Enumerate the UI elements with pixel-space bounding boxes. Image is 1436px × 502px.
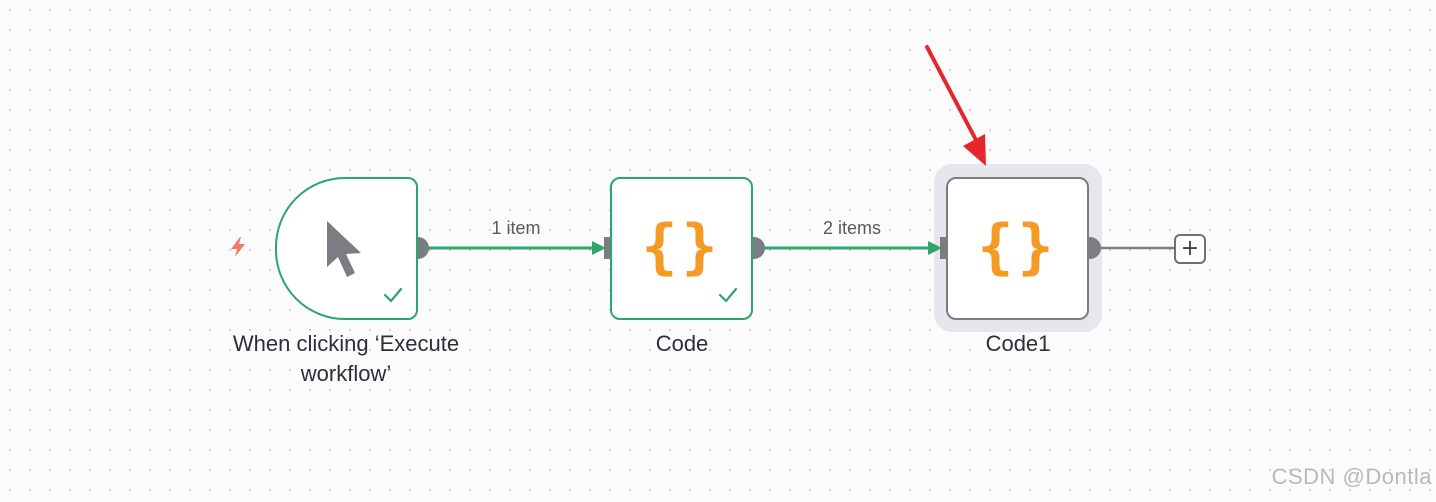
node-manual-trigger[interactable]: [275, 177, 418, 320]
success-check-icon: [383, 287, 403, 303]
edge-arrowhead: [592, 241, 606, 255]
watermark: CSDN @Dontla: [1271, 464, 1432, 489]
trigger-bolt-icon: [231, 237, 245, 257]
node-label-trigger: When clicking ‘Execute workflow’: [232, 331, 460, 386]
add-node-button[interactable]: +: [1174, 234, 1206, 264]
node-icon: [277, 179, 416, 318]
node-code1[interactable]: {}: [946, 177, 1089, 320]
success-check-icon: [718, 287, 738, 303]
cursor-icon: [326, 220, 361, 277]
node-icon: {}: [612, 179, 751, 318]
node-icon: {}: [948, 179, 1087, 318]
edge-arrowhead: [928, 241, 942, 255]
node-label-code: Code: [655, 331, 709, 356]
node-label-code1: Code1: [985, 331, 1051, 356]
input-handle-code[interactable]: [604, 237, 614, 259]
braces-icon: {}: [977, 211, 1058, 282]
node-code[interactable]: {}: [610, 177, 753, 320]
plus-icon: +: [1180, 236, 1200, 261]
edge-label-item-count: 2 items: [822, 218, 882, 238]
red-arrow-annotation: [925, 45, 986, 166]
input-handle-code1[interactable]: [940, 237, 950, 259]
edge-label-item-count: 1 item: [491, 218, 541, 238]
braces-icon: {}: [641, 211, 722, 282]
